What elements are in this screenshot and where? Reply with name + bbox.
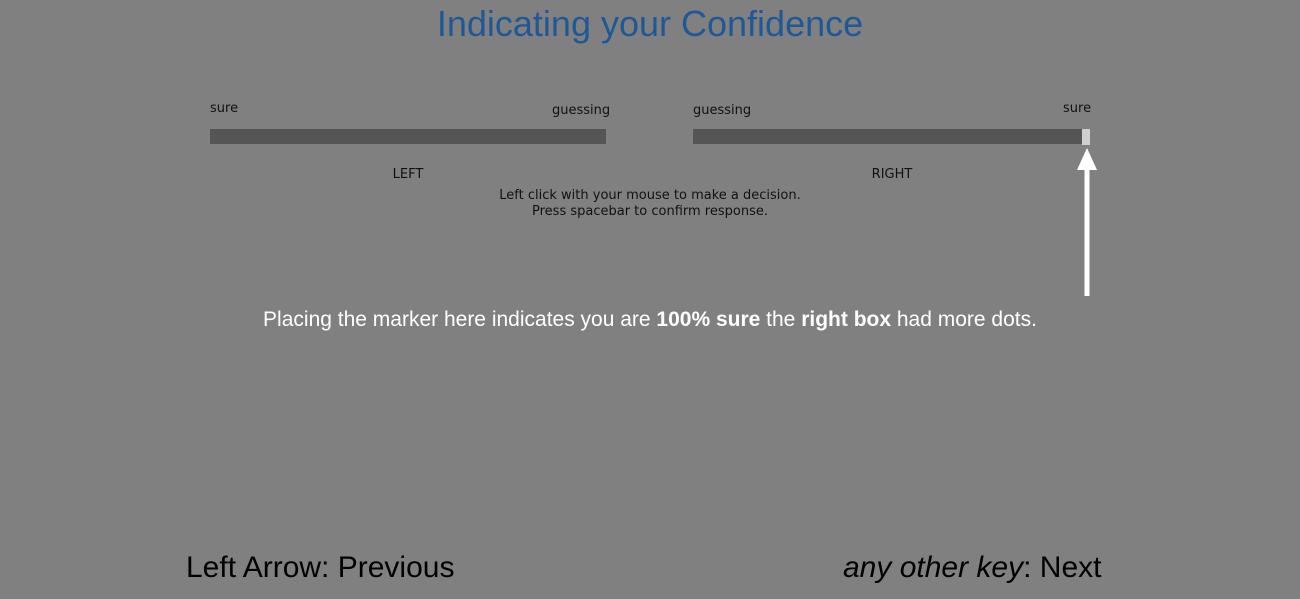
callout-bold-certainty: 100% sure — [656, 308, 761, 331]
confidence-marker[interactable] — [1082, 129, 1090, 145]
next-hint: any other key: Next — [843, 549, 1101, 587]
next-hint-key: any other key — [843, 551, 1024, 584]
marker-explanation: Placing the marker here indicates you ar… — [0, 306, 1300, 334]
right-scale-sure-label: sure — [1063, 101, 1092, 116]
left-side-label: LEFT — [392, 167, 424, 182]
left-confidence-slider[interactable] — [210, 129, 606, 144]
left-scale-guessing-label: guessing — [552, 103, 611, 118]
previous-hint: Left Arrow: Previous — [186, 551, 455, 584]
callout-text-1: Placing the marker here indicates you ar… — [263, 308, 657, 331]
up-arrow-icon — [1077, 148, 1097, 296]
instructions: Left click with your mouse to make a dec… — [0, 188, 1300, 220]
left-scale-sure-label: sure — [210, 101, 239, 116]
right-confidence-slider[interactable] — [693, 129, 1090, 144]
instruction-line-click: Left click with your mouse to make a dec… — [499, 188, 801, 203]
callout-text-3: had more dots. — [891, 308, 1037, 331]
callout-bold-box: right box — [801, 308, 892, 331]
callout-text-2: the — [760, 308, 802, 331]
instruction-line-confirm: Press spacebar to confirm response. — [532, 204, 768, 219]
page-title: Indicating your Confidence — [436, 3, 864, 44]
right-scale-guessing-label: guessing — [693, 103, 752, 118]
right-side-label: RIGHT — [871, 167, 913, 182]
next-hint-suffix: : Next — [1023, 551, 1102, 584]
